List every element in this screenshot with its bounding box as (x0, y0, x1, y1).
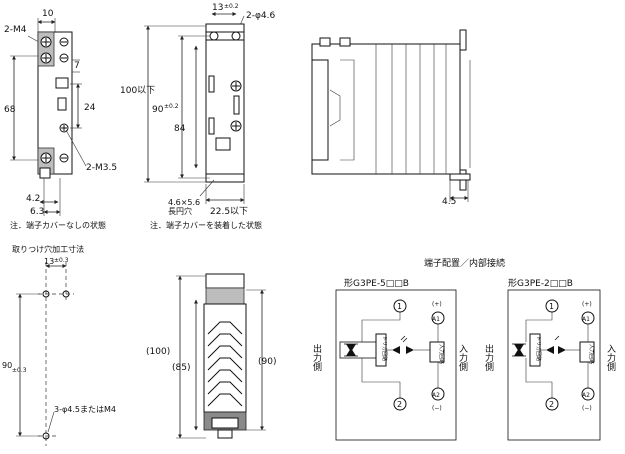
left-input-side: 入力側 (457, 344, 468, 371)
note-with-cover: 注．端子カバーを装着した状態 (150, 220, 262, 230)
screw-m35-label: 2-M3.5 (86, 163, 117, 173)
dim-10-label: 10 (42, 9, 54, 19)
note-no-cover: 注．端子カバーなしの状態 (10, 220, 106, 230)
side-dim-90: (90) (258, 357, 276, 367)
dim-68-label: 68 (4, 105, 16, 115)
dim-45-label: 4.5 (442, 197, 456, 207)
front-view-with-cover: 13 ±0.2 2-φ4.6 100以下 90 ±0.2 84 4.6×5.6 … (120, 3, 275, 230)
left-minus: (−) (432, 405, 442, 412)
left-plus: (+) (432, 301, 442, 308)
dim-63-label: 6.3 (30, 207, 44, 217)
right-input-label: 入力回路 (588, 344, 595, 364)
slot-size-label: 4.6×5.6 (168, 198, 200, 207)
right-input-side: 入力側 (605, 344, 616, 371)
dim-7-label: 7 (74, 61, 80, 71)
wiring-title: 端子配置／内部接続 (424, 257, 505, 269)
holes-label: 2-φ4.6 (246, 11, 275, 21)
mount-holes-label: 3-φ4.5またはM4 (54, 405, 116, 414)
right-terminal-a1: A1 (582, 316, 590, 323)
side-dim-100: (100) (146, 347, 170, 357)
dim-13-label: 13 (212, 3, 223, 13)
right-terminal-a2: A2 (582, 392, 590, 399)
mount-dim-13-tol: ±0.3 (54, 257, 69, 264)
left-terminal-a2: A2 (432, 392, 440, 399)
side-dim-85: (85) (172, 363, 190, 373)
mount-dim-90: 90 (2, 361, 12, 370)
dim-84-label: 84 (174, 124, 186, 134)
right-terminal-2: 2 (549, 400, 554, 409)
mount-dim-90-tol: ±0.3 (12, 367, 27, 374)
dim-225-label: 22.5以下 (210, 207, 248, 217)
heatsink-fins (207, 321, 243, 407)
right-terminal-1: 1 (549, 302, 554, 311)
dim-90-label: 90 (152, 105, 164, 115)
right-plus: (+) (582, 301, 592, 308)
right-output-side: 出力側 (483, 343, 494, 371)
mount-title: 取りつけ穴加工寸法 (12, 244, 84, 254)
right-minus: (−) (582, 405, 592, 412)
dim-13-tol: ±0.2 (224, 3, 239, 10)
left-input-label: 入力回路 (438, 344, 445, 364)
dim-90-tol: ±0.2 (164, 103, 179, 110)
wiring-right: 形G3PE-2□□B 1 2 A1 A2 (+) (−) トリガ回路 (507, 277, 601, 441)
screw-m4-label: 2-M4 (4, 25, 27, 35)
left-terminal-a1: A1 (432, 316, 440, 323)
right-trigger-label: トリガ回路 (535, 336, 542, 361)
mounting-holes: 取りつけ穴加工寸法 13 ±0.3 90 ±0.3 3-φ4.5またはM4 (2, 244, 116, 446)
right-model-label: 形G3PE-2□□B (508, 277, 573, 289)
dim-100-label: 100以下 (120, 86, 155, 96)
left-output-side: 出力側 (311, 343, 322, 371)
left-trigger-label: トリガ回路 (381, 336, 388, 361)
front-view-no-cover: 10 2-M4 7 68 24 2-M3.5 (4, 9, 117, 230)
mount-dim-13: 13 (44, 257, 54, 266)
left-terminal-1: 1 (397, 302, 402, 311)
left-terminal-2: 2 (397, 400, 402, 409)
wiring-left: 形G3PE-5□□B 1 2 A1 A2 (+) (−) (335, 277, 457, 441)
wiring-section: 端子配置／内部接続 形G3PE-5□□B 1 2 A1 A2 (+) (−) (311, 257, 616, 441)
left-model-label: 形G3PE-5□□B (344, 277, 409, 289)
slot-type-label: 長円穴 (168, 206, 192, 216)
heatsink-view: (100) (85) (90) (146, 273, 276, 439)
side-view: 4.5 (311, 29, 471, 207)
dim-42-label: 4.2 (26, 194, 40, 204)
dim-24-label: 24 (84, 103, 96, 113)
